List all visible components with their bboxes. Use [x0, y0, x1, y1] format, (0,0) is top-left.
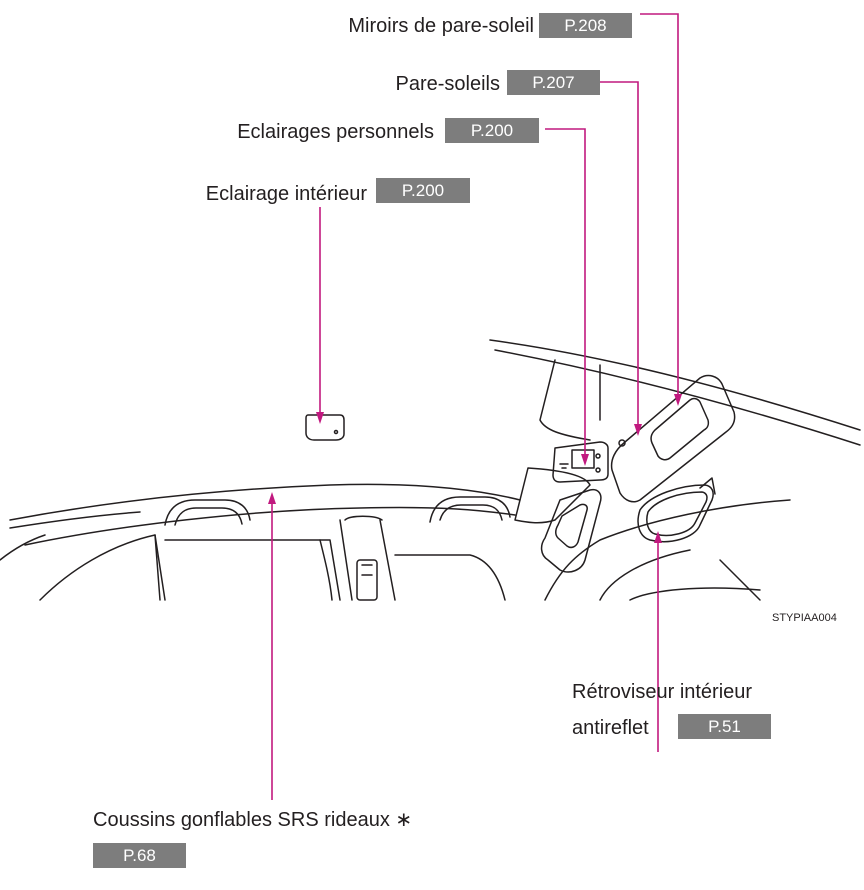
sun-visors-page-badge[interactable]: P.207 [507, 70, 600, 95]
sun-visors-label: Pare-soleils [395, 73, 500, 95]
curtain-airbags-page-badge[interactable]: P.68 [93, 843, 186, 868]
asterisk-marker: ∗ [395, 809, 413, 831]
interior-light-page-badge[interactable]: P.200 [376, 178, 470, 203]
curtain-airbags-label-text: Coussins gonflables SRS rideaux [93, 809, 390, 831]
rearview-mirror-label-line1: Rétroviseur intérieur [572, 681, 753, 703]
personal-lights-page-badge[interactable]: P.200 [445, 118, 539, 143]
sun-visor-mirrors-page-badge[interactable]: P.208 [539, 13, 632, 38]
leader-arrowheads [268, 394, 682, 543]
personal-lights-label: Eclairages personnels [237, 121, 434, 143]
sun-visor-mirrors-label: Miroirs de pare-soleil [348, 15, 534, 37]
car-line-art [0, 339, 861, 601]
interior-light-label: Eclairage intérieur [205, 183, 367, 205]
leader-lines [271, 13, 679, 800]
rearview-mirror-page-badge[interactable]: P.51 [678, 714, 771, 739]
rearview-mirror-label-line2: antireflet [572, 717, 649, 739]
figure-code: STYPIAA004 [772, 612, 837, 624]
curtain-airbags-label: Coussins gonflables SRS rideaux ∗ [93, 808, 412, 832]
